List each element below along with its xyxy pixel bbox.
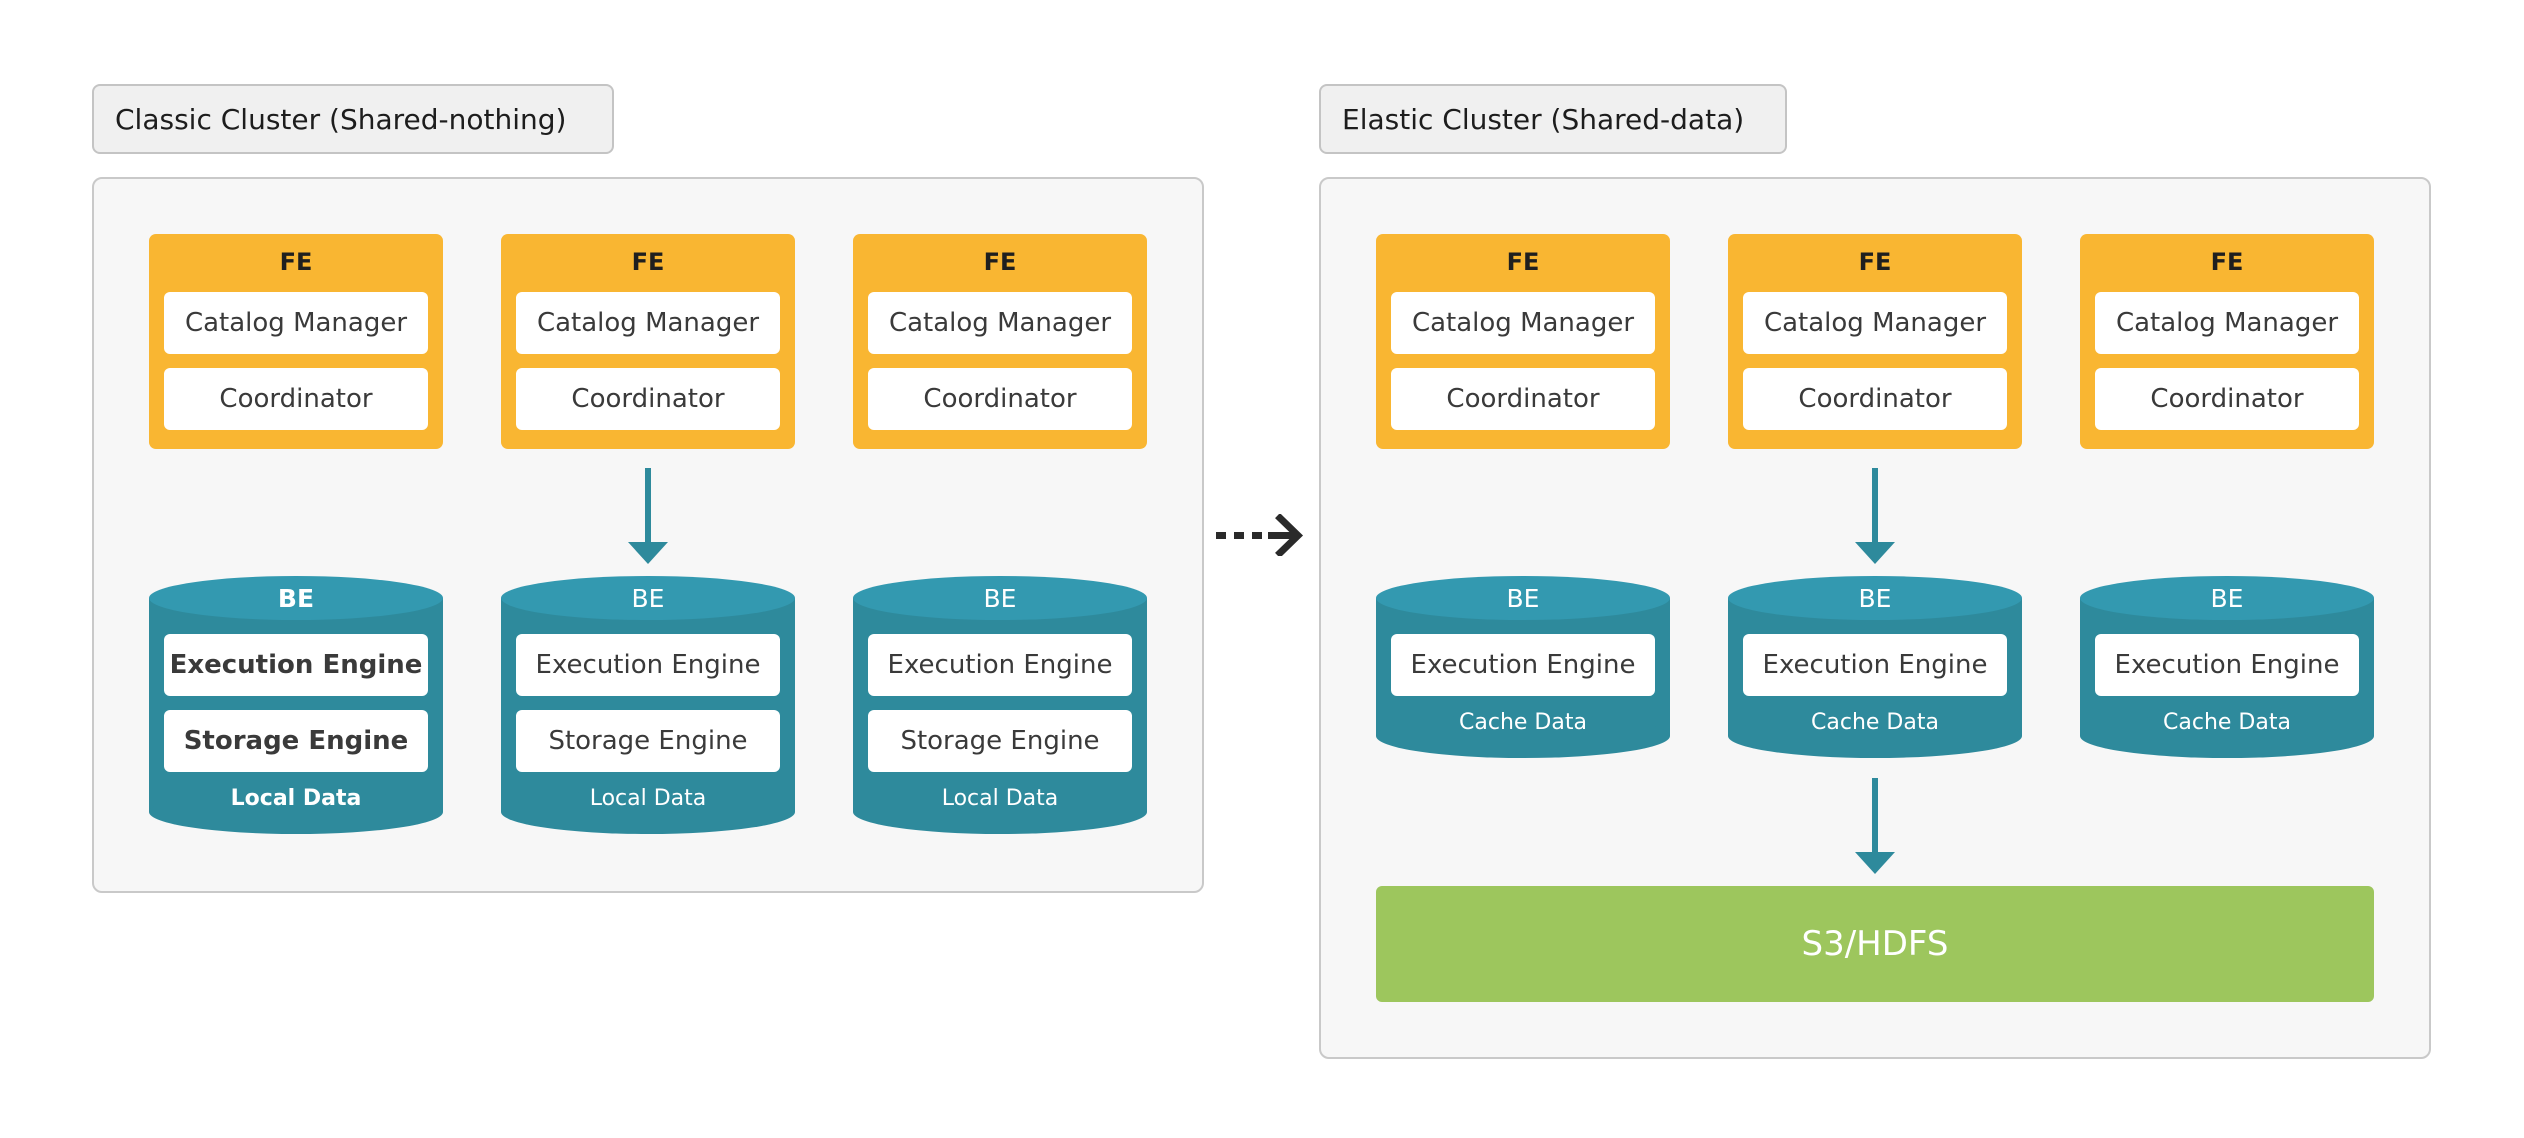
be-title: BE [631,584,665,613]
local-data-label: Local Data [230,786,362,811]
classic-fe-node-1: FE Catalog Manager Coordinator [149,234,443,449]
fe-title: FE [279,248,313,276]
cache-data-label: Cache Data [1459,710,1587,735]
elastic-fe-node-1: FE Catalog Manager Coordinator [1376,234,1670,449]
elastic-cluster-label: Elastic Cluster (Shared-data) [1319,84,1787,154]
fe-title: FE [1506,248,1540,276]
be-title: BE [277,584,315,613]
catalog-manager-box: Catalog Manager [516,292,780,354]
catalog-manager-box: Catalog Manager [2095,292,2359,354]
classic-fe-to-be-arrow [628,468,668,564]
storage-engine-box: Storage Engine [516,710,780,772]
coordinator-box: Coordinator [164,368,428,430]
be-title: BE [1506,584,1540,613]
catalog-manager-box: Catalog Manager [164,292,428,354]
local-data-label: Local Data [589,786,707,811]
fe-title: FE [2210,248,2244,276]
elastic-fe-to-be-arrow [1855,468,1895,564]
be-title: BE [2210,584,2244,613]
coordinator-box: Coordinator [2095,368,2359,430]
storage-engine-box: Storage Engine [868,710,1132,772]
fe-title: FE [1858,248,1892,276]
coordinator-box: Coordinator [1391,368,1655,430]
elastic-fe-node-3: FE Catalog Manager Coordinator [2080,234,2374,449]
execution-engine-box: Execution Engine [1391,634,1655,696]
elastic-be-node-1: BE Execution Engine Cache Data [1376,576,1670,758]
elastic-be-to-storage-arrow [1855,778,1895,874]
local-data-label: Local Data [941,786,1059,811]
elastic-be-node-2: BE Execution Engine Cache Data [1728,576,2022,758]
shared-storage-label: S3/HDFS [1801,924,1949,964]
classic-fe-node-3: FE Catalog Manager Coordinator [853,234,1147,449]
elastic-fe-node-2: FE Catalog Manager Coordinator [1728,234,2022,449]
be-title: BE [983,584,1017,613]
shared-storage-block: S3/HDFS [1376,886,2374,1002]
classic-be-node-1: BE Execution Engine Storage Engine Local… [149,576,443,834]
catalog-manager-box: Catalog Manager [1391,292,1655,354]
classic-cluster-label-text: Classic Cluster (Shared-nothing) [115,102,567,136]
execution-engine-box: Execution Engine [516,634,780,696]
fe-title: FE [631,248,665,276]
fe-title: FE [983,248,1017,276]
classic-be-node-2: BE Execution Engine Storage Engine Local… [501,576,795,834]
coordinator-box: Coordinator [1743,368,2007,430]
coordinator-box: Coordinator [516,368,780,430]
classic-cluster-label: Classic Cluster (Shared-nothing) [92,84,614,154]
elastic-be-node-3: BE Execution Engine Cache Data [2080,576,2374,758]
elastic-cluster-label-text: Elastic Cluster (Shared-data) [1342,102,1745,136]
be-title: BE [1858,584,1892,613]
cache-data-label: Cache Data [1811,710,1939,735]
catalog-manager-box: Catalog Manager [868,292,1132,354]
classic-fe-node-2: FE Catalog Manager Coordinator [501,234,795,449]
execution-engine-box: Execution Engine [164,634,428,696]
dashed-transition-arrow-icon [1216,514,1304,556]
execution-engine-box: Execution Engine [1743,634,2007,696]
coordinator-box: Coordinator [868,368,1132,430]
storage-engine-box: Storage Engine [164,710,428,772]
execution-engine-box: Execution Engine [2095,634,2359,696]
execution-engine-box: Execution Engine [868,634,1132,696]
cache-data-label: Cache Data [2163,710,2291,735]
classic-be-node-3: BE Execution Engine Storage Engine Local… [853,576,1147,834]
catalog-manager-box: Catalog Manager [1743,292,2007,354]
